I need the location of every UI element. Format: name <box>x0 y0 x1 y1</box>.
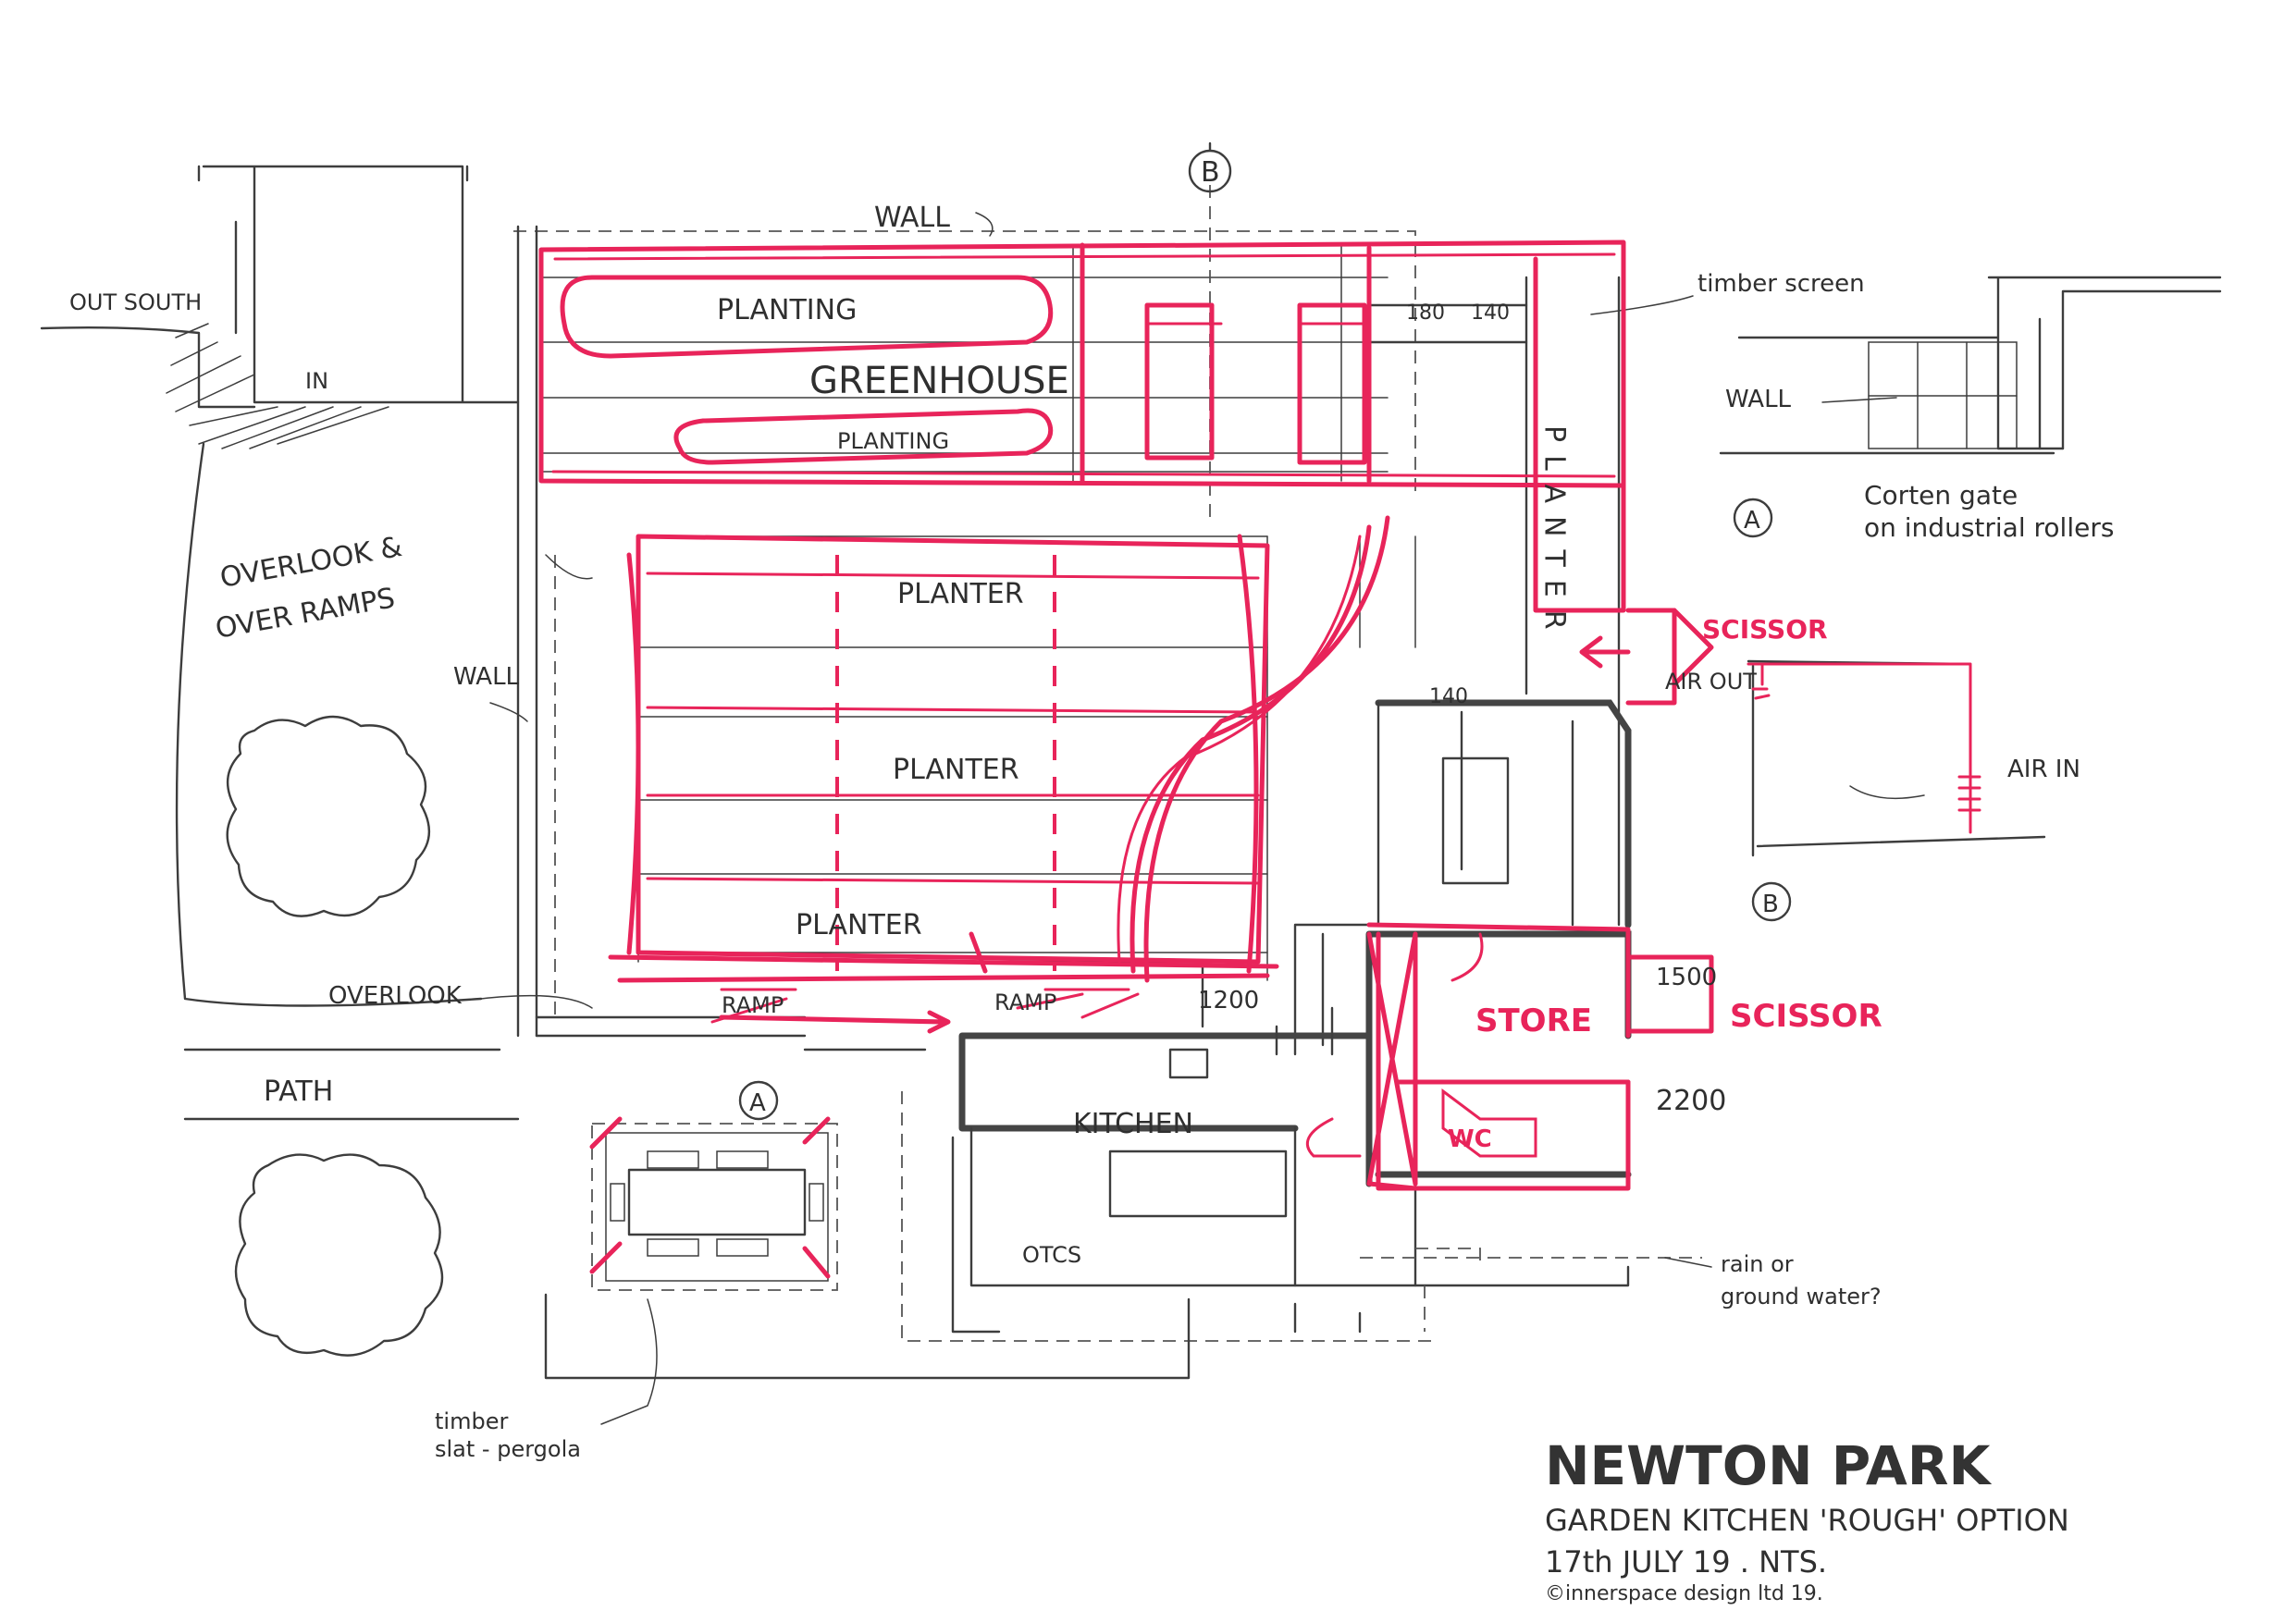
grey-labels: WALL PLANTING GREENHOUSE PLANTING PLANTE… <box>69 202 2114 1462</box>
wall-right-label: WALL <box>1725 386 1792 413</box>
ramp-label-1: RAMP <box>722 992 784 1018</box>
dim-140b-label: 140 <box>1429 685 1468 708</box>
section-a-right-letter: A <box>1744 507 1760 535</box>
air-in-label: AIR IN <box>2007 756 2080 783</box>
overlook-label-3: OVERLOOK <box>328 982 463 1010</box>
tree-lower <box>234 1153 444 1357</box>
scissor-label-1: SCISSOR <box>1702 614 1828 645</box>
path-label: PATH <box>264 1076 333 1108</box>
scissor-label-2: SCISSOR <box>1730 998 1882 1035</box>
planter-label-vertical: PLANTER <box>1538 425 1571 643</box>
red-marker-linework <box>538 240 1981 1279</box>
section-letters: B A B A <box>749 156 1779 1117</box>
dim-2200-label: 2200 <box>1656 1085 1726 1117</box>
dim-1500-label: 1500 <box>1656 964 1717 991</box>
gate-label-1: Corten gate <box>1864 480 2018 510</box>
section-marker-b-right <box>1751 881 1792 922</box>
drawing-date: 17th JULY 19 . NTS. <box>1545 1544 1827 1580</box>
rainwater-label-1: rain or <box>1721 1251 1794 1277</box>
kitchen-label: KITCHEN <box>1073 1108 1193 1140</box>
wall-top-label: WALL <box>874 202 950 234</box>
dim-180-label: 180 <box>1406 301 1445 325</box>
pergola-label-2: slat - pergola <box>435 1436 581 1462</box>
title-block: NEWTON PARK GARDEN KITCHEN 'ROUGH' OPTIO… <box>1545 1434 2069 1605</box>
wc-label: WC <box>1448 1125 1492 1153</box>
section-marker-b-top <box>1188 141 1232 193</box>
section-b-right-letter: B <box>1762 891 1779 918</box>
drawing-subtitle: GARDEN KITCHEN 'ROUGH' OPTION <box>1545 1503 2069 1538</box>
gate-label-2: on industrial rollers <box>1864 512 2114 543</box>
timber-screen-label: timber screen <box>1697 270 1865 298</box>
dim-1200-label: 1200 <box>1198 987 1259 1014</box>
drawing-copyright: ©innerspace design ltd 19. <box>1545 1582 1823 1605</box>
scissor-lift-sketch <box>1747 659 2046 857</box>
planter-label-3: PLANTER <box>796 909 922 941</box>
pergola <box>591 1123 838 1291</box>
drawing-title: NEWTON PARK <box>1545 1434 1992 1497</box>
ramp-label-2: RAMP <box>994 990 1056 1015</box>
otcs-label: OTCS <box>1022 1242 1081 1268</box>
section-marker-a-bottom <box>738 1080 779 1121</box>
store-label: STORE <box>1475 1002 1592 1039</box>
corten-gate-sketch <box>1719 276 2222 455</box>
section-b-top-letter: B <box>1201 156 1220 189</box>
overlook-label-2: OVER RAMPS <box>213 582 397 646</box>
out-south-label: OUT SOUTH <box>69 289 202 315</box>
rainwater-label-2: ground water? <box>1721 1284 1882 1309</box>
red-labels: SCISSOR SCISSOR STORE WC <box>1448 614 1882 1153</box>
planting-label-1: PLANTING <box>717 294 857 326</box>
pergola-label-1: timber <box>435 1408 508 1434</box>
pencil-linework <box>40 141 2222 1425</box>
planter-label-2: PLANTER <box>893 754 1019 786</box>
section-a-bottom-letter: A <box>749 1089 766 1117</box>
dim-140-label: 140 <box>1471 301 1510 325</box>
greenhouse-label: GREENHOUSE <box>809 360 1069 402</box>
tree-upper <box>226 715 431 917</box>
wall-left-label: WALL <box>453 663 520 691</box>
planting-label-2: PLANTING <box>837 428 949 454</box>
section-marker-a-right <box>1733 498 1773 538</box>
air-out-label: AIR OUT <box>1665 669 1757 695</box>
ground-hatch <box>166 323 389 449</box>
planter-label-1: PLANTER <box>897 578 1024 610</box>
in-label: IN <box>305 368 328 394</box>
